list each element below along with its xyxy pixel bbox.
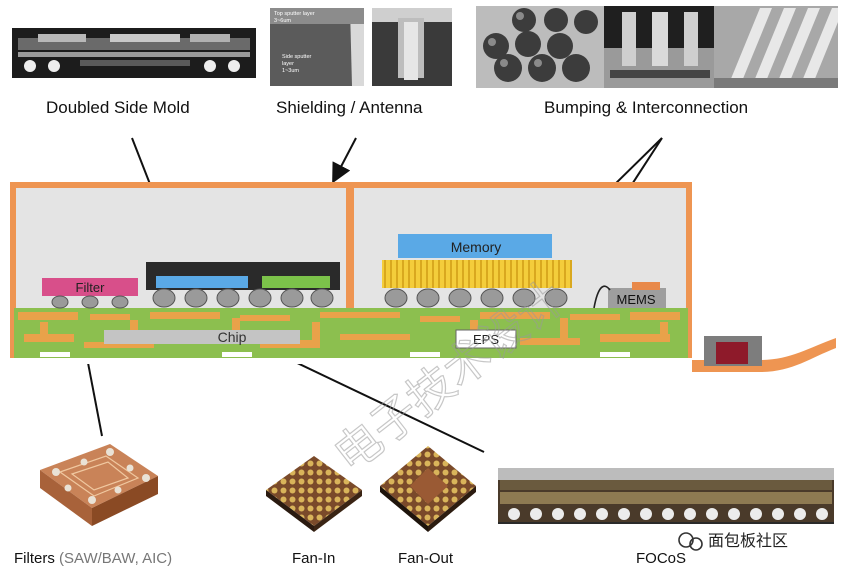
embedded-chip bbox=[104, 330, 300, 344]
eps-component bbox=[455, 329, 517, 349]
brand-badge: 面包板社区 bbox=[678, 532, 788, 551]
bump-sem-photo bbox=[476, 6, 604, 88]
label-shielding-antenna: Shielding / Antenna bbox=[276, 98, 423, 117]
interposer-stack bbox=[382, 260, 572, 288]
filter-component bbox=[42, 278, 138, 296]
caption-fan-out: Fan-Out bbox=[398, 550, 454, 567]
caption-fan-in: Fan-In bbox=[292, 550, 336, 567]
filter-label: Filter bbox=[76, 280, 106, 295]
filter-module-photo bbox=[40, 444, 158, 526]
memory-label: Memory bbox=[451, 239, 502, 255]
label-doubled-side-mold: Doubled Side Mold bbox=[46, 98, 190, 117]
caption-filters: Filters (SAW/BAW, AIC) bbox=[14, 550, 172, 567]
sem-side-layer-text: Side sputter bbox=[282, 54, 312, 60]
eps-label: EPS bbox=[473, 332, 499, 347]
package-cross-section: Chip EPS Filter Memory MEMS bbox=[10, 182, 836, 372]
fan-out-photo bbox=[380, 446, 476, 532]
brand-name: 面包板社区 bbox=[708, 532, 788, 550]
fan-in-photo bbox=[266, 456, 362, 532]
mems-label: MEMS bbox=[617, 292, 656, 307]
caption-filters-main: Filters bbox=[14, 550, 55, 567]
chip-label: Chip bbox=[218, 329, 247, 345]
via-sem-photo bbox=[372, 8, 452, 86]
caption-focos: FOCoS bbox=[636, 550, 687, 567]
focos-photo bbox=[498, 468, 834, 524]
sem-top-layer-text: Top sputter layer bbox=[274, 11, 315, 17]
sem-top-thickness-text: 3~6um bbox=[274, 18, 291, 24]
sputter-sem-photo: Top sputter layer 3~6um Side sputter lay… bbox=[270, 8, 364, 86]
xray-photo bbox=[12, 28, 256, 78]
caption-filters-types: (SAW/BAW, AIC) bbox=[59, 550, 173, 567]
mems-component bbox=[608, 288, 666, 308]
pillar-sem-photo bbox=[604, 6, 714, 88]
memory-die bbox=[398, 234, 552, 258]
label-bumping-interconnection: Bumping & Interconnection bbox=[544, 98, 749, 117]
sem-side-layer-text-2: layer bbox=[282, 61, 294, 67]
wire-sem-photo bbox=[714, 6, 838, 88]
wechat-icon bbox=[678, 532, 694, 548]
sem-side-thickness-text: 1~3um bbox=[282, 68, 299, 74]
